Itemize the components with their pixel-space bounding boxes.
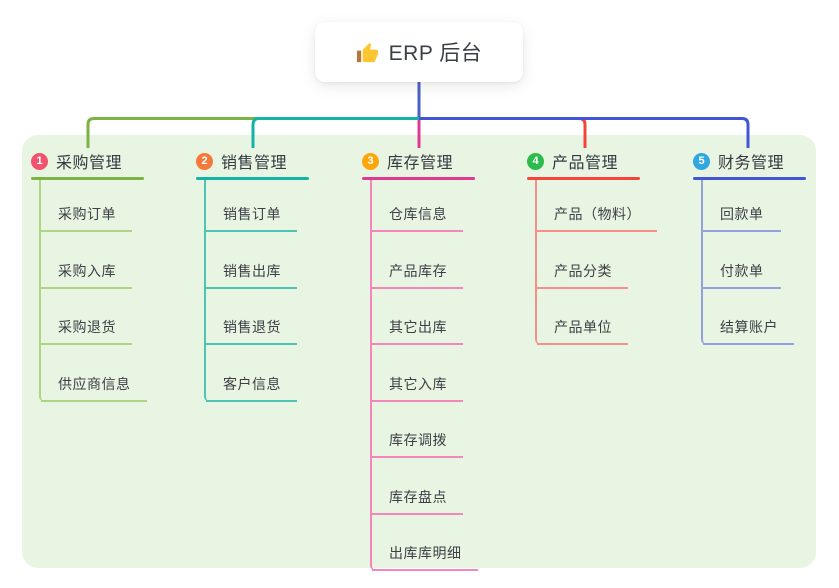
- mindmap-node[interactable]: 采购入库: [41, 232, 132, 289]
- mindmap-node[interactable]: 回款单: [703, 180, 781, 232]
- mindmap-node[interactable]: 产品（物料）: [537, 180, 657, 232]
- branch-number-badge: 5: [693, 152, 710, 170]
- thumbs-up-icon: [356, 42, 378, 62]
- branch-number-badge: 4: [527, 152, 544, 170]
- branch-inventory-management: 3 库存管理 仓库信息 产品库存 其它出库 其它入库 库存调拨 库存盘点 出库库…: [362, 150, 478, 571]
- mindmap-node[interactable]: 供应商信息: [41, 345, 147, 402]
- branch-underline: [362, 177, 475, 180]
- branch-number-badge: 2: [196, 152, 213, 170]
- branch-title: 采购管理: [56, 155, 123, 172]
- mindmap-node[interactable]: 产品分类: [537, 232, 628, 289]
- mindmap-node[interactable]: 销售退货: [206, 289, 297, 345]
- mindmap-node[interactable]: 库存盘点: [372, 458, 463, 515]
- mindmap-node[interactable]: 销售出库: [206, 232, 297, 289]
- mindmap-node[interactable]: 客户信息: [206, 345, 297, 402]
- branch-node[interactable]: 4 产品管理: [527, 150, 657, 172]
- branch-underline: [31, 177, 144, 180]
- mindmap-node[interactable]: 采购退货: [41, 289, 132, 345]
- branch-sales-management: 2 销售管理 销售订单 销售出库 销售退货 客户信息: [196, 150, 309, 402]
- mindmap-node[interactable]: 其它出库: [372, 289, 463, 345]
- mindmap-node[interactable]: 库存调拨: [372, 402, 463, 458]
- root-node-title: ERP 后台: [388, 42, 483, 65]
- mindmap-node[interactable]: 产品库存: [372, 232, 463, 289]
- branch-children: 产品（物料） 产品分类 产品单位: [535, 180, 657, 345]
- root-node[interactable]: ERP 后台: [315, 22, 523, 82]
- branch-finance-management: 5 财务管理 回款单 付款单 结算账户: [693, 150, 806, 345]
- branch-node[interactable]: 5 财务管理: [693, 150, 806, 172]
- mindmap-node[interactable]: 其它入库: [372, 345, 463, 402]
- mindmap-node[interactable]: 结算账户: [703, 289, 794, 345]
- branch-product-management: 4 产品管理 产品（物料） 产品分类 产品单位: [527, 150, 657, 345]
- branch-title: 库存管理: [387, 155, 454, 172]
- branch-node[interactable]: 3 库存管理: [362, 150, 478, 172]
- mindmap-node[interactable]: 产品单位: [537, 289, 628, 345]
- mindmap-node[interactable]: 出库库明细: [372, 515, 478, 571]
- branch-number-badge: 3: [362, 152, 379, 170]
- branch-underline: [527, 177, 640, 180]
- branch-node[interactable]: 1 采购管理: [31, 150, 147, 172]
- branch-children: 销售订单 销售出库 销售退货 客户信息: [204, 180, 297, 402]
- branch-purchase-management: 1 采购管理 采购订单 采购入库 采购退货 供应商信息: [31, 150, 147, 402]
- branch-node[interactable]: 2 销售管理: [196, 150, 309, 172]
- branch-title: 财务管理: [718, 155, 785, 172]
- branch-children: 采购订单 采购入库 采购退货 供应商信息: [39, 180, 147, 402]
- branch-underline: [196, 177, 309, 180]
- branch-title: 销售管理: [221, 155, 288, 172]
- mindmap-node[interactable]: 销售订单: [206, 180, 297, 232]
- branch-underline: [693, 177, 806, 180]
- branch-title: 产品管理: [552, 155, 619, 172]
- mindmap-node[interactable]: 采购订单: [41, 180, 132, 232]
- mindmap-node[interactable]: 付款单: [703, 232, 781, 289]
- mindmap-canvas: [22, 135, 816, 568]
- mindmap-node[interactable]: 仓库信息: [372, 180, 463, 232]
- branch-children: 仓库信息 产品库存 其它出库 其它入库 库存调拨 库存盘点 出库库明细: [370, 180, 478, 571]
- branch-number-badge: 1: [31, 152, 48, 170]
- branch-children: 回款单 付款单 结算账户: [701, 180, 794, 345]
